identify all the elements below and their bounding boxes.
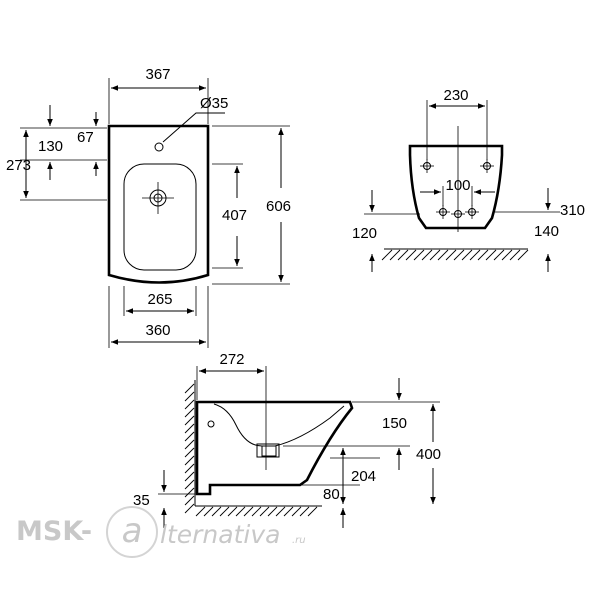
floor-hatch <box>381 249 529 261</box>
side-view-inlet <box>256 443 280 458</box>
side-view-bowl <box>213 403 345 447</box>
dim-204: 204 <box>351 468 376 485</box>
dim-total-length: 606 <box>266 198 291 215</box>
bolt-hole-top-left <box>420 159 434 173</box>
dim-height-310: 310 <box>560 202 585 219</box>
dim-150: 150 <box>382 415 407 432</box>
watermark-left: MSK- <box>16 516 92 547</box>
watermark-right: lternativa <box>160 520 280 549</box>
watermark: MSK- a lternativa .ru <box>16 506 306 558</box>
dim-height-140: 140 <box>534 223 559 240</box>
dim-bowl-length: 407 <box>222 207 247 224</box>
dim-depth-272: 272 <box>219 351 244 368</box>
front-view: 230 100 310 140 120 <box>352 87 585 272</box>
tap-hole-icon <box>154 142 164 152</box>
dim-offset-67: 67 <box>77 129 94 146</box>
dim-80: 80 <box>323 486 340 503</box>
dim-offset-273: 273 <box>6 157 31 174</box>
side-view-body <box>195 400 354 496</box>
top-view: 367 Ø35 130 67 273 407 606 265 <box>6 66 291 348</box>
dim-width-bottom: 360 <box>145 322 170 339</box>
dim-offset-130: 130 <box>38 138 63 155</box>
bolt-hole-top-right <box>480 159 494 173</box>
side-fixing-hole-icon <box>207 420 215 428</box>
dim-bolt-spacing-lower: 100 <box>445 177 470 194</box>
top-view-bowl <box>123 163 197 271</box>
wall-hatch <box>184 383 195 514</box>
side-view: 272 150 400 204 80 35 <box>133 351 441 528</box>
dim-bowl-width: 265 <box>147 291 172 308</box>
watermark-at: a <box>122 511 143 551</box>
watermark-circle-icon <box>106 506 158 558</box>
bolt-hole-lower-left <box>436 205 450 219</box>
dim-35: 35 <box>133 492 150 509</box>
side-floor-hatch <box>195 506 318 517</box>
dim-400: 400 <box>416 446 441 463</box>
dim-hole-diameter: Ø35 <box>200 95 228 112</box>
bolt-hole-center <box>451 210 465 218</box>
bolt-hole-lower-right <box>465 205 479 219</box>
dim-width-top: 367 <box>145 66 170 83</box>
front-view-body <box>408 144 504 230</box>
watermark-suffix: .ru <box>292 535 306 546</box>
dim-bolt-spacing-top: 230 <box>443 87 468 104</box>
dim-height-120: 120 <box>352 225 377 242</box>
